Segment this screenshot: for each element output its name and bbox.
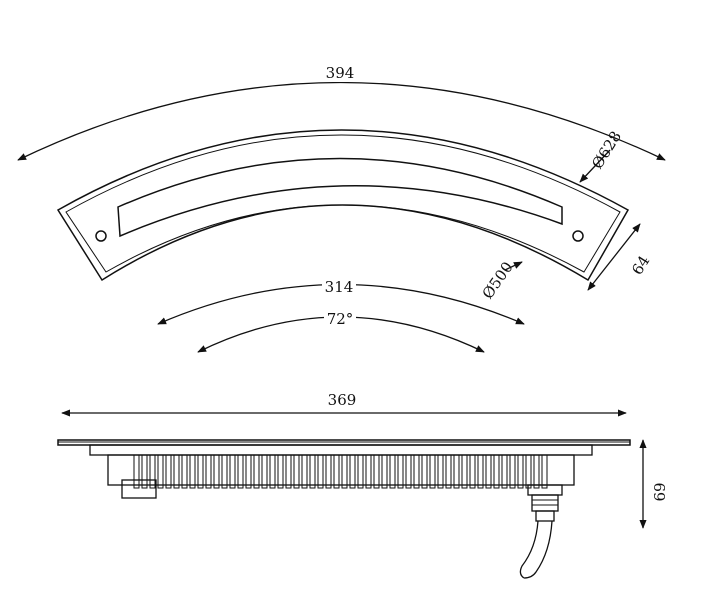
heat-sink-fin (445, 454, 452, 489)
heat-sink-fin (357, 454, 364, 489)
fixture-outer-plate (56, 129, 630, 282)
heat-sink-fin (301, 454, 308, 489)
dimension-label-314: 314 (325, 278, 354, 296)
heat-sink-fin (365, 454, 372, 489)
heat-sink-fin (381, 454, 388, 489)
side-housing (107, 454, 575, 486)
heat-sink-fin (373, 454, 380, 489)
heat-sink-fin (229, 454, 236, 489)
heat-sink-fin (429, 454, 436, 489)
heat-sink-fin (469, 454, 476, 489)
dimension-label-500: Ø500 (479, 258, 517, 302)
heat-sink-fin (221, 454, 228, 489)
heat-sink-fin (189, 454, 196, 489)
heat-sink-fin (477, 454, 484, 489)
heat-sink-fin (157, 454, 164, 489)
dimension-label-72deg: 72° (327, 310, 354, 328)
dimension-label-69: 69 (651, 482, 669, 501)
heat-sink-fin (269, 454, 276, 489)
heat-sink-fin (389, 454, 396, 489)
dimension-label-64: 64 (628, 252, 653, 278)
heat-sink-fin (453, 454, 460, 489)
light-window (117, 157, 563, 238)
screw-left (95, 230, 107, 242)
dimension-line-394 (17, 81, 666, 161)
heat-sink-fin (261, 454, 268, 489)
heat-sink-fin (493, 454, 500, 489)
heat-sink-fin (509, 454, 516, 489)
heat-sink-fin (341, 454, 348, 489)
heat-sink-fin (325, 454, 332, 489)
heat-sink-fin (533, 454, 540, 489)
heat-sink-fin (285, 454, 292, 489)
dimension-label-394: 394 (326, 64, 355, 82)
dimension-label-628: Ø628 (588, 128, 625, 172)
leader-500 (504, 261, 523, 271)
side-flange (89, 444, 593, 456)
leader-628 (579, 149, 611, 183)
heat-sink-fin (405, 454, 412, 489)
fixture-bevel-line (65, 134, 621, 273)
heat-sink-fin (317, 454, 324, 489)
heat-sink-fin (141, 454, 148, 489)
heat-sink-fin (245, 454, 252, 489)
heat-sink-fin (413, 454, 420, 489)
heat-sink-fin (277, 454, 284, 489)
heat-sink-fin (501, 454, 508, 489)
heat-sink-fin (485, 454, 492, 489)
heat-sink-fin (213, 454, 220, 489)
cable-gland-nut (527, 484, 563, 496)
cable-gland-body (531, 494, 559, 512)
heat-sink-fin (309, 454, 316, 489)
power-cable (519, 520, 553, 579)
side-view: 369 69 (57, 391, 669, 579)
heat-sink-fin (237, 454, 244, 489)
heat-sink-fin (149, 454, 156, 489)
heat-sink-fin (253, 454, 260, 489)
heat-sink-fin (517, 454, 524, 489)
heat-sink-fin (349, 454, 356, 489)
heat-sink-fin (437, 454, 444, 489)
heat-sink-fin (397, 454, 404, 489)
heat-sink-fin (525, 454, 532, 489)
heat-sink-fin (205, 454, 212, 489)
heat-sink-fins (133, 454, 548, 489)
top-view: 394 Ø628 64 Ø500 314 72° (17, 64, 666, 353)
heat-sink-fin (541, 454, 548, 489)
screw-right (572, 230, 584, 242)
heat-sink-fin (293, 454, 300, 489)
heat-sink-fin (173, 454, 180, 489)
heat-sink-fin (133, 454, 140, 489)
dimension-line-64 (587, 223, 641, 291)
heat-sink-fin (461, 454, 468, 489)
heat-sink-fin (421, 454, 428, 489)
dimension-label-369: 369 (328, 391, 357, 409)
heat-sink-fin (181, 454, 188, 489)
heat-sink-fin (165, 454, 172, 489)
heat-sink-fin (333, 454, 340, 489)
heat-sink-fin (197, 454, 204, 489)
